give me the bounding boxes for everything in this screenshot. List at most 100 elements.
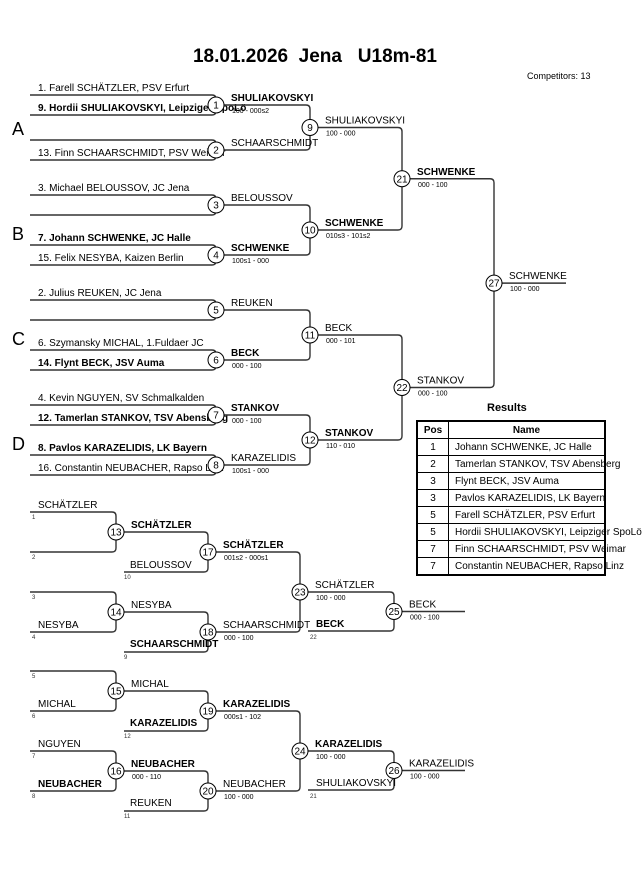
match-20-other-name: REUKEN: [130, 798, 172, 809]
match-25-other-name: BECK: [316, 619, 345, 630]
match-3-circle-number: 3: [213, 201, 219, 212]
match-12-circle: [301, 431, 319, 449]
match-17-other-seed: 10: [124, 575, 131, 581]
match-17-other-name: BELOUSSOV: [130, 560, 192, 571]
match-19-score: 000s1 - 102: [224, 714, 261, 721]
results-title: Results: [487, 402, 527, 414]
match-23-circle-number: 23: [294, 588, 306, 599]
pool-label-a: A: [12, 119, 24, 139]
competitor-entry: 7. Johann SCHWENKE, JC Halle: [38, 233, 191, 244]
match-6-score: 000 - 100: [232, 363, 262, 370]
match-26-other-seed: 21: [310, 794, 317, 800]
match-14-winner: NESYBA: [131, 600, 172, 611]
match-11-winner: BECK: [325, 323, 353, 334]
page-title: 18.01.2026 Jena U18m-81: [192, 46, 437, 67]
match-18-score: 000 - 100: [224, 635, 254, 642]
match-3-winner: BELOUSSOV: [231, 193, 293, 204]
match-12-score: 110 - 010: [326, 443, 355, 450]
match-27-circle: [485, 274, 503, 292]
match-15-circle-number: 15: [110, 687, 122, 698]
match-8-score: 100s1 - 000: [232, 468, 269, 475]
results-name: Tamerlan STANKOV, TSV Abensberg: [448, 455, 620, 473]
match-5-circle-number: 5: [213, 306, 219, 317]
match-18-circle-number: 18: [202, 628, 214, 639]
results-pos: 3: [416, 489, 449, 507]
competitor-entry: 1. Farell SCHÄTZLER, PSV Erfurt: [38, 82, 189, 94]
match-20-score: 100 - 000: [224, 794, 254, 801]
match-4-circle-number: 4: [213, 251, 219, 262]
match-18-other-seed: 9: [124, 655, 128, 661]
results-pos: 7: [416, 557, 449, 576]
results-header-pos: Pos: [416, 420, 449, 439]
match-23-score: 100 - 000: [316, 595, 346, 602]
match-9-circle-number: 9: [307, 123, 313, 134]
match-16-top-seed: 7: [32, 754, 36, 760]
match-17-circle: [199, 543, 217, 561]
match-11-circle-number: 11: [305, 331, 316, 342]
match-22-winner: STANKOV: [417, 376, 464, 387]
match-15-circle: [107, 682, 125, 700]
competitor-entry: 16. Constantin NEUBACHER, Rapso Linz: [38, 463, 224, 474]
match-17-circle-number: 17: [202, 548, 214, 559]
results-name: Johann SCHWENKE, JC Halle: [448, 438, 606, 456]
match-26-circle: [385, 762, 403, 779]
match-16-circle-number: 16: [110, 767, 122, 778]
results-name: Farell SCHÄTZLER, PSV Erfurt: [448, 506, 606, 524]
match-22-circle-number: 22: [396, 383, 408, 394]
match-6-circle: [207, 351, 225, 369]
match-27-circle-number: 27: [488, 279, 500, 290]
match-19-winner: KARAZELIDIS: [223, 699, 291, 710]
match-10-score: 010s3 - 101s2: [326, 233, 370, 240]
match-25-circle: [385, 603, 403, 620]
competitor-entry: 9. Hordii SHULIAKOVSKYI, Leipziger SpoLö: [38, 103, 246, 114]
match-6-circle-number: 6: [213, 356, 219, 367]
match-19-circle-number: 19: [202, 707, 214, 718]
match-21-connector: [318, 126, 403, 231]
match-16-bottom-name: NEUBACHER: [38, 779, 103, 790]
results-name: Constantin NEUBACHER, Rapso Linz: [448, 557, 624, 576]
match-18-circle: [199, 623, 217, 641]
match-4-score: 100s1 - 000: [232, 258, 269, 265]
match-23-circle: [291, 583, 309, 601]
competitors-count: Competitors: 13: [527, 71, 591, 81]
match-8-circle: [207, 456, 225, 474]
match-21-winner: SCHWENKE: [417, 167, 476, 178]
competitor-entry: 12. Tamerlan STANKOV, TSV Abensberg: [38, 413, 228, 424]
match-15-top-seed: 5: [32, 674, 36, 680]
match-14-circle-number: 14: [110, 608, 122, 619]
match-10-circle: [301, 221, 319, 239]
match-2-winner: SCHAARSCHMIDT: [231, 138, 318, 149]
match-13-circle: [107, 523, 125, 541]
match-7-circle-number: 7: [213, 411, 219, 422]
match-1-score: 100 - 000s2: [232, 108, 269, 115]
match-16-top-name: NGUYEN: [38, 739, 81, 750]
match-15-bottom-seed: 6: [32, 714, 36, 720]
pool-label-d: D: [12, 434, 25, 454]
match-24-circle-number: 24: [294, 747, 306, 758]
competitor-entry: 8. Pavlos KARAZELIDIS, LK Bayern: [38, 443, 207, 454]
match-2-circle-number: 2: [213, 146, 219, 157]
match-10-circle-number: 10: [304, 226, 316, 237]
match-1-winner: SHULIAKOVSKYI: [231, 93, 313, 104]
match-21-circle: [393, 170, 411, 188]
match-26-score: 100 - 000: [410, 774, 440, 781]
match-24-circle: [291, 742, 309, 760]
match-13-connector: [30, 511, 117, 553]
match-16-score: 000 - 110: [132, 774, 161, 781]
match-26-other-name: SHULIAKOVSKYI: [316, 778, 396, 789]
final-score: 100 - 000: [510, 286, 540, 293]
pool-label-b: B: [12, 224, 24, 244]
match-21-circle-number: 21: [396, 174, 408, 185]
match-20-circle: [199, 782, 217, 800]
match-22-score: 000 - 100: [418, 391, 448, 398]
results-header-row: Pos Name: [416, 420, 606, 439]
results-pos: 3: [416, 472, 449, 490]
match-26-winner: KARAZELIDIS: [409, 759, 474, 770]
match-3-circle: [207, 196, 225, 214]
match-15-winner: MICHAL: [131, 679, 169, 690]
match-20-circle-number: 20: [202, 787, 214, 798]
